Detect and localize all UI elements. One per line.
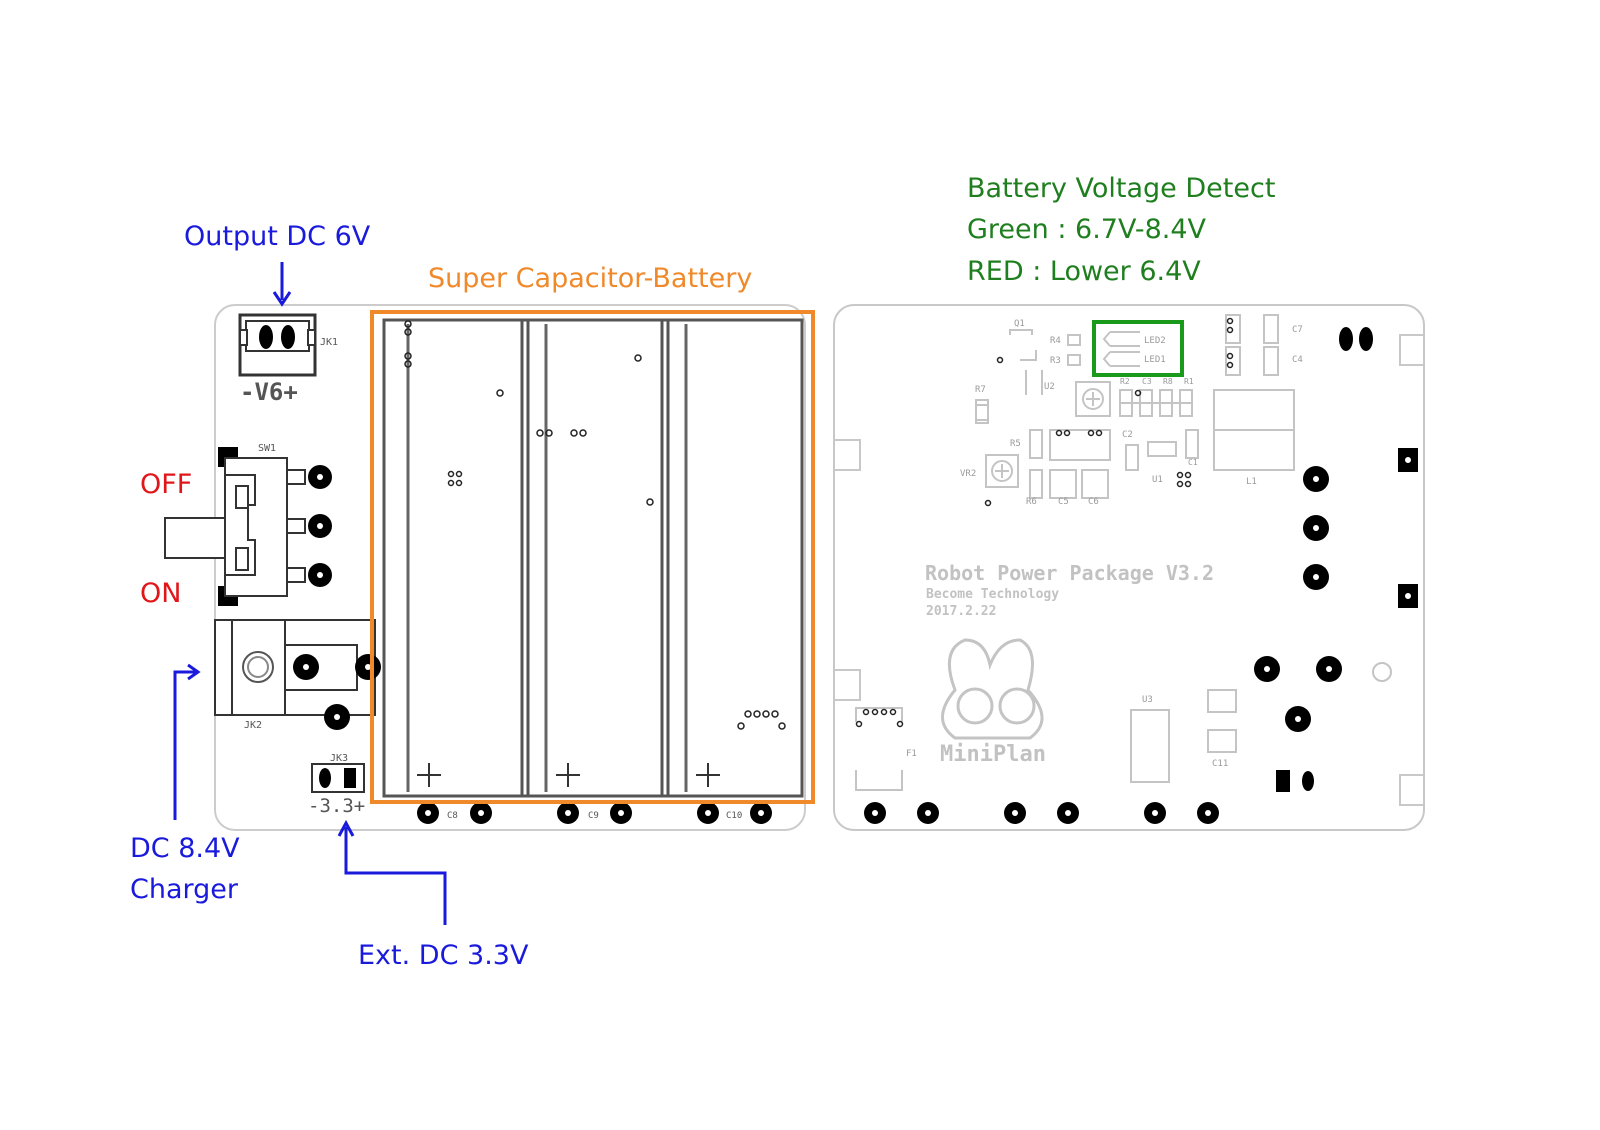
c5-label: C5 <box>1058 497 1069 507</box>
r3-label: R3 <box>1050 356 1061 366</box>
vr2-label: VR2 <box>960 469 976 479</box>
miniplan-logo <box>941 638 1044 740</box>
board-title: Robot Power Package V3.2 <box>925 561 1214 585</box>
led-indicators <box>1092 320 1184 377</box>
jk2-label: JK2 <box>244 720 262 731</box>
battery-red-range: RED : Lower 6.4V <box>967 256 1201 287</box>
c3-label: C3 <box>1142 377 1152 386</box>
battery-detect-title: Battery Voltage Detect <box>967 173 1275 204</box>
l1-label: L1 <box>1246 477 1257 487</box>
jk2-dc-jack: JK2 <box>214 619 381 731</box>
annotation-arrows <box>173 262 447 925</box>
battery-green-range: Green : 6.7V-8.4V <box>967 214 1207 245</box>
c1-label: C1 <box>1188 458 1198 467</box>
c11-label: C11 <box>1212 759 1228 769</box>
charger-label-line2: Charger <box>130 874 239 905</box>
board-date: 2017.2.22 <box>926 604 996 619</box>
c9-label: C9 <box>588 811 599 821</box>
v6-label: -V6+ <box>240 378 298 406</box>
jk3-label: JK3 <box>330 753 348 764</box>
led1-label: LED1 <box>1144 355 1166 365</box>
u1-label: U1 <box>1152 475 1163 485</box>
logo-text: MiniPlan <box>940 742 1046 767</box>
f1-label: F1 <box>906 749 917 759</box>
r4-label: R4 <box>1050 336 1061 346</box>
u2-label: U2 <box>1044 382 1055 392</box>
jk1-label: JK1 <box>320 337 338 348</box>
ext-dc-label: Ext. DC 3.3V <box>358 940 529 971</box>
u3-label: U3 <box>1142 695 1153 705</box>
r1-label: R1 <box>1184 377 1194 386</box>
c10-label: C10 <box>726 811 742 821</box>
sw1-switch: SW1 <box>164 443 332 606</box>
supercap-highlight-box <box>370 310 815 804</box>
charger-label-line1: DC 8.4V <box>130 833 240 864</box>
q1-label: Q1 <box>1014 319 1025 329</box>
output-label: Output DC 6V <box>184 221 371 252</box>
led-highlight-box <box>1092 320 1184 377</box>
switch-off-label: OFF <box>140 469 192 500</box>
jk3-connector: JK3 -3.3+ <box>308 753 365 817</box>
r5-label: R5 <box>1010 439 1021 449</box>
c2-label: C2 <box>1122 430 1133 440</box>
left-board: JK1 -V6+ SW1 <box>164 304 815 831</box>
c6-label: C6 <box>1088 497 1099 507</box>
sw1-label: SW1 <box>258 443 276 454</box>
r6-label: R6 <box>1026 497 1037 507</box>
c4-label: C4 <box>1292 355 1303 365</box>
c7-label: C7 <box>1292 325 1303 335</box>
jk1-connector: JK1 -V6+ <box>238 313 338 406</box>
battery-holder: C8 C9 C10 <box>382 318 804 824</box>
r2-label: R2 <box>1120 377 1130 386</box>
supercap-label: Super Capacitor-Battery <box>428 263 752 294</box>
r7-label: R7 <box>975 385 986 395</box>
c8-label: C8 <box>447 811 458 821</box>
board-company: Become Technology <box>926 587 1059 602</box>
led2-label: LED2 <box>1144 336 1166 346</box>
r8-label: R8 <box>1163 377 1173 386</box>
switch-on-label: ON <box>140 578 181 609</box>
v33-label: -3.3+ <box>308 795 365 817</box>
right-board: Q1 R4 R3 LED2 LED1 R7 U2 R2 C3 R8 R1 R5 … <box>833 304 1425 831</box>
